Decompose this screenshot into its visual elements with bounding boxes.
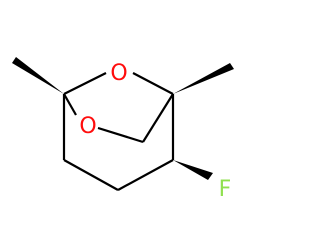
- bond-o-ring-ch2: [97, 126, 144, 144]
- bond-ch2-c5: [142, 93, 174, 143]
- right-methyl-wedge-bond: [173, 63, 234, 94]
- bond-c1-o-ring: [63, 93, 77, 116]
- bridge-oxygen-label: O: [110, 61, 127, 86]
- bond-o-bridge-c5: [132, 72, 174, 95]
- bond-c7-c8: [63, 159, 119, 191]
- fluorine-label: F: [219, 177, 232, 202]
- molecule-structure: O O F: [12, 57, 234, 202]
- bond-c1-o-bridge: [63, 72, 107, 95]
- molecule-canvas: O O F: [12, 57, 234, 202]
- bond-c8-c6: [117, 159, 174, 191]
- left-methyl-wedge-bond: [12, 57, 64, 94]
- fluorine-wedge-bond: [173, 160, 213, 180]
- ring-oxygen-label: O: [79, 114, 96, 139]
